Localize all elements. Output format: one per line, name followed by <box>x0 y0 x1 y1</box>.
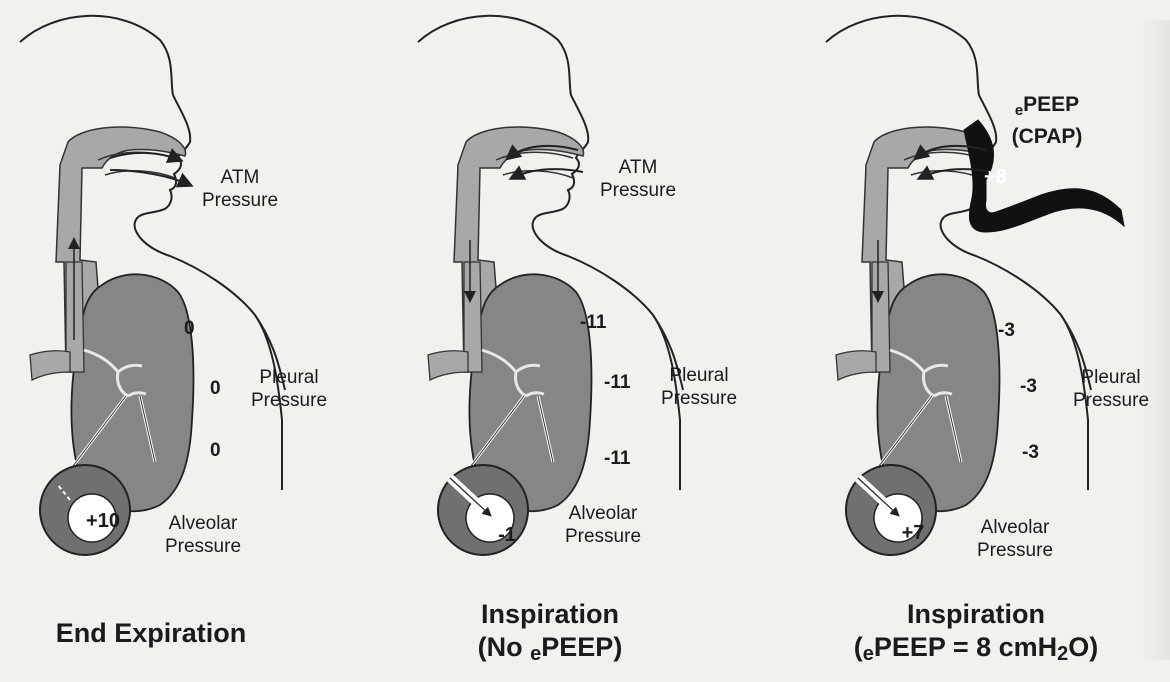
panel-end-expiration <box>20 16 285 555</box>
pleural-value-2a: -11 <box>580 312 606 334</box>
panel-title-3: Inspiration (ePEEP = 8 cmH2O) <box>806 598 1146 671</box>
device-label: ePEEP (CPAP) <box>1002 92 1092 150</box>
pleural-value-3b: -3 <box>1020 376 1037 398</box>
alveolar-value-2: -1 <box>482 524 532 547</box>
panel-inspiration-no-peep <box>418 16 683 555</box>
pleural-value-1b: 0 <box>210 378 221 400</box>
page-edge-shadow <box>1140 20 1170 660</box>
pleural-value-3c: -3 <box>1022 442 1039 464</box>
device-value: +8 <box>984 166 1007 189</box>
pleural-value-1a: 0 <box>184 318 195 340</box>
pleural-value-3a: -3 <box>998 320 1015 342</box>
pleural-value-2c: -11 <box>604 448 630 470</box>
panel-title-1: End Expiration <box>16 617 286 650</box>
pleural-value-2b: -11 <box>604 372 630 394</box>
pleural-value-1c: 0 <box>210 440 221 462</box>
alveolar-value-3: +7 <box>888 522 938 545</box>
alveolar-value-1: +10 <box>78 510 128 533</box>
panel-title-2: Inspiration (No ePEEP) <box>420 598 680 671</box>
